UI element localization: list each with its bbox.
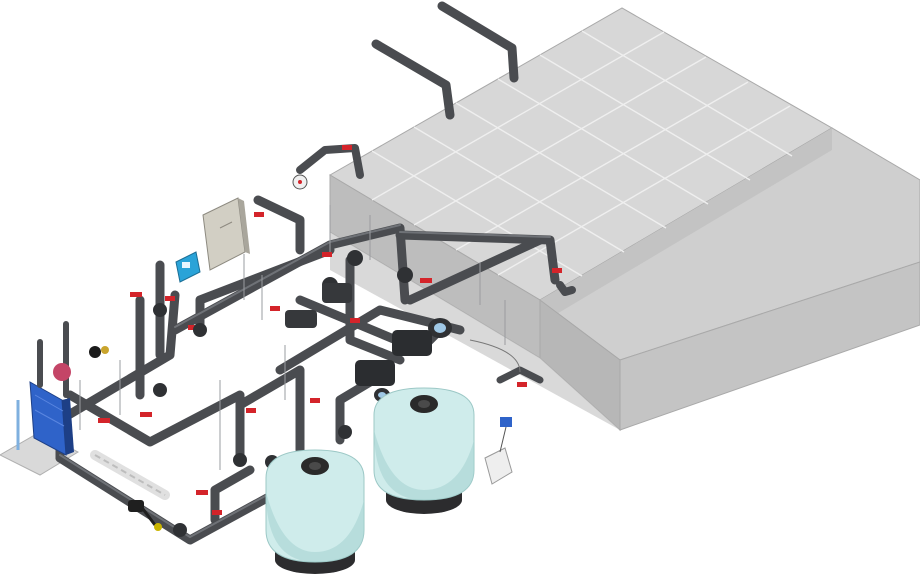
- vent-pipe-icon: [371, 1, 519, 120]
- uv-reactor-icon: [90, 450, 170, 531]
- dosing-unit-icon: [175, 251, 201, 283]
- gauge-icon: [292, 174, 308, 190]
- pump-icon: [285, 283, 452, 402]
- sensor-box-icon: [469, 339, 521, 485]
- sand-filter-icon: [265, 449, 365, 574]
- control-panel-icon: [202, 197, 250, 300]
- valves: [98, 145, 562, 515]
- balance-tank-icon: [329, 1, 920, 432]
- sand-filter-icon: [373, 387, 475, 514]
- heat-exchanger-icon: [16, 321, 109, 456]
